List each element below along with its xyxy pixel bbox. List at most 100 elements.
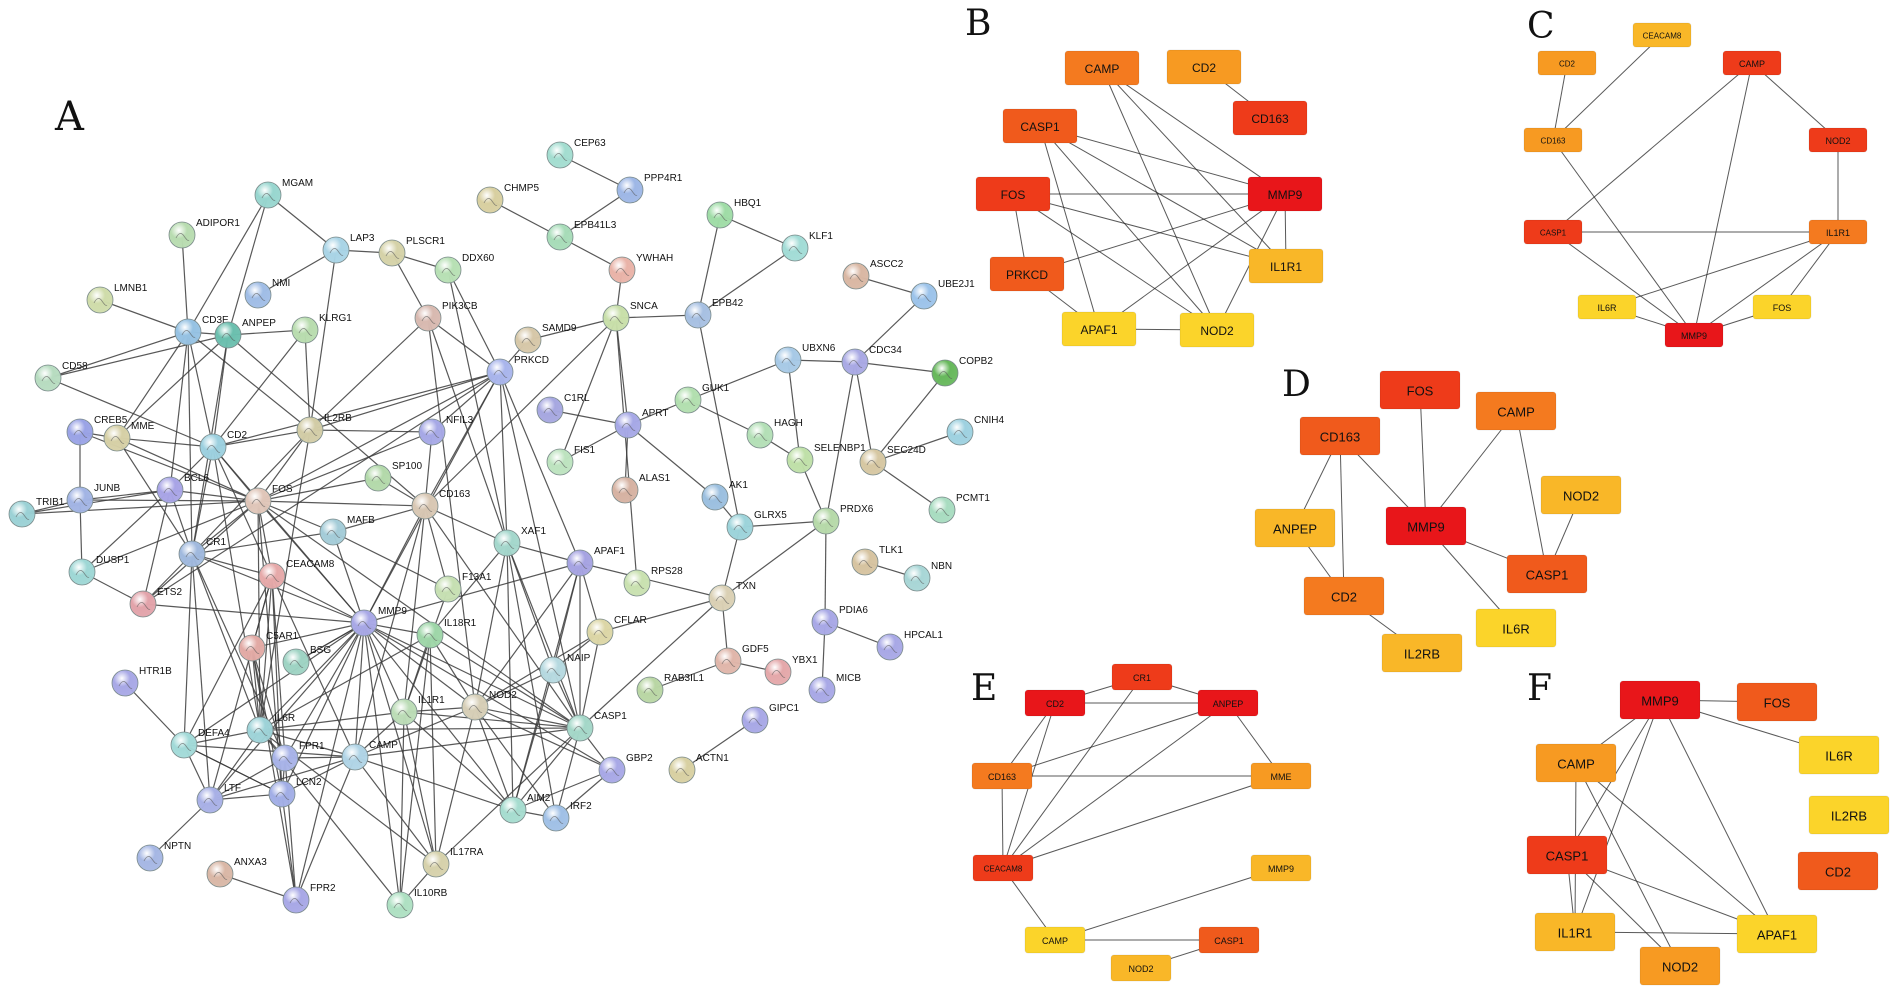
- node-defa4: DEFA4: [170, 728, 230, 759]
- edge-fos-mmp9: [1419, 389, 1427, 527]
- edge-casp1-aim2: [512, 727, 581, 811]
- edge-lmnb1-cd3e: [99, 299, 189, 333]
- hub-node-camp: CAMP: [1024, 926, 1086, 954]
- edge-cd58-cd3e: [47, 331, 189, 379]
- node-txn: TXN: [708, 581, 756, 612]
- node-samd9: SAMD9: [514, 323, 577, 354]
- edge-c5ar1-fpr2: [251, 647, 297, 901]
- edge-ltf-nptn: [149, 799, 211, 859]
- hub-node-label: NOD2: [1128, 964, 1153, 974]
- panel-letter-b: B: [965, 3, 991, 44]
- node-label: FPR1: [299, 741, 325, 752]
- hub-node-anpep: ANPEP: [1197, 689, 1259, 717]
- node-guk1: GUK1: [674, 383, 730, 414]
- edge-camp-nod2: [1575, 762, 1681, 967]
- hub-node-casp1: CASP1: [1506, 554, 1588, 594]
- node-klf1: KLF1: [781, 231, 833, 262]
- node-label: IL6R: [274, 713, 295, 724]
- node-cd2: CD2: [199, 430, 247, 461]
- hub-node-camp: CAMP: [1535, 743, 1617, 783]
- edge-cd2-cd163: [1552, 62, 1568, 141]
- edge-anpep-cd163: [227, 334, 426, 507]
- edge-prkcd-ets2: [142, 371, 501, 605]
- edge-mmp9-il17ra: [363, 622, 437, 865]
- edge-il1r1-mmp9: [1693, 231, 1839, 336]
- node-lap3: LAP3: [322, 233, 375, 264]
- edge-epb42-snca: [615, 314, 699, 319]
- node-hpcal1: HPCAL1: [876, 630, 943, 661]
- node-ltf: LTF: [196, 783, 241, 814]
- node-label: YBX1: [792, 655, 818, 666]
- edge-cdc34-prdx6: [825, 361, 856, 522]
- hub-node-cd2: CD2: [1303, 576, 1385, 616]
- hub-node-fos: FOS: [1379, 370, 1461, 410]
- edge-cd163-f13a1: [424, 505, 449, 590]
- edge-bcl6-dusp1: [81, 489, 171, 573]
- panel-letter-f: F: [1527, 668, 1552, 709]
- node-mafb: MAFB: [319, 515, 375, 546]
- node-glrx5: GLRX5: [726, 510, 787, 541]
- edge-copb2-sec24d: [872, 372, 946, 463]
- node-label: CASP1: [594, 711, 627, 722]
- edge-mmp9-fpr1: [284, 622, 365, 759]
- node-fpr1: FPR1: [271, 741, 325, 772]
- edge-fpr1-c5ar1: [251, 647, 286, 759]
- hub-node-label: CASP1: [1214, 936, 1244, 946]
- edge-casp1-mmp9: [1552, 231, 1695, 336]
- hub-node-mme: MME: [1250, 762, 1312, 790]
- edge-nod2-irf2: [474, 706, 557, 819]
- edge-bcl6-ets2: [142, 489, 171, 605]
- edge-aprt-ak1: [627, 424, 716, 498]
- hub-node-anpep: ANPEP: [1254, 508, 1336, 548]
- edge-camp-il1r1: [1101, 67, 1287, 267]
- edge-il6r-ltf: [209, 729, 261, 801]
- node-label: F13A1: [462, 572, 492, 583]
- node-label: SELENBP1: [814, 443, 866, 454]
- node-label: CD2: [227, 430, 247, 441]
- edge-snca-aprt: [615, 317, 629, 426]
- node-fpr2: FPR2: [282, 883, 336, 914]
- node-label: NOD2: [489, 690, 517, 701]
- node-label: NPTN: [164, 841, 191, 852]
- edge-mme-cd2: [116, 437, 214, 448]
- node-label: LMNB1: [114, 283, 148, 294]
- node-ywhah: YWHAH: [608, 253, 673, 284]
- node-label: C5AR1: [266, 631, 299, 642]
- node-il17ra: IL17RA: [422, 847, 484, 878]
- edge-nod2-aim2: [474, 706, 514, 811]
- node-lmnb1: LMNB1: [86, 283, 148, 314]
- hub-node-mmp9: MMP9: [1247, 176, 1323, 212]
- edge-il2rb-fos: [257, 429, 311, 502]
- node-label: PRDX6: [840, 504, 874, 515]
- edge-camp-nod2: [1101, 67, 1218, 331]
- node-mme: MME: [103, 421, 155, 452]
- node-label: AIM2: [527, 793, 551, 804]
- hub-node-il6r: IL6R: [1475, 608, 1557, 648]
- node-ubxn6: UBXN6: [774, 343, 836, 374]
- edge-klrg1-il2rb: [304, 329, 311, 431]
- edge-mme-ceacam8: [1002, 775, 1282, 869]
- edge-cd163-camp: [354, 505, 426, 758]
- hub-node-label: MMP9: [1407, 520, 1445, 535]
- node-label: PCMT1: [956, 493, 990, 504]
- node-label: SEC24D: [887, 445, 926, 456]
- node-epb41l3: EPB41L3: [546, 220, 617, 251]
- edge-mmp9-apaf1: [1098, 193, 1286, 330]
- hub-node-label: IL6R: [1597, 303, 1617, 313]
- node-ybx1: YBX1: [764, 655, 818, 686]
- node-rab3il1: RAB3IL1: [636, 673, 704, 704]
- edge-adipor1-cd3e: [181, 234, 189, 333]
- edge-ubxn6-selenbp1: [787, 359, 801, 461]
- edge-cd3e-cd2: [187, 331, 214, 448]
- edge-xaf1-nod2: [474, 542, 508, 708]
- edge-f13a1-il1r1: [403, 588, 449, 713]
- node-label: TRIB1: [36, 497, 65, 508]
- edge-prkcd-nfil3: [431, 371, 501, 433]
- node-il2rb: IL2RB: [296, 413, 352, 444]
- edge-cd2-il6r: [212, 446, 261, 731]
- edge-il2rb-nfil3: [309, 429, 433, 433]
- edge-mafb-mmp9: [332, 531, 365, 624]
- hub-node-label: FOS: [1407, 384, 1434, 399]
